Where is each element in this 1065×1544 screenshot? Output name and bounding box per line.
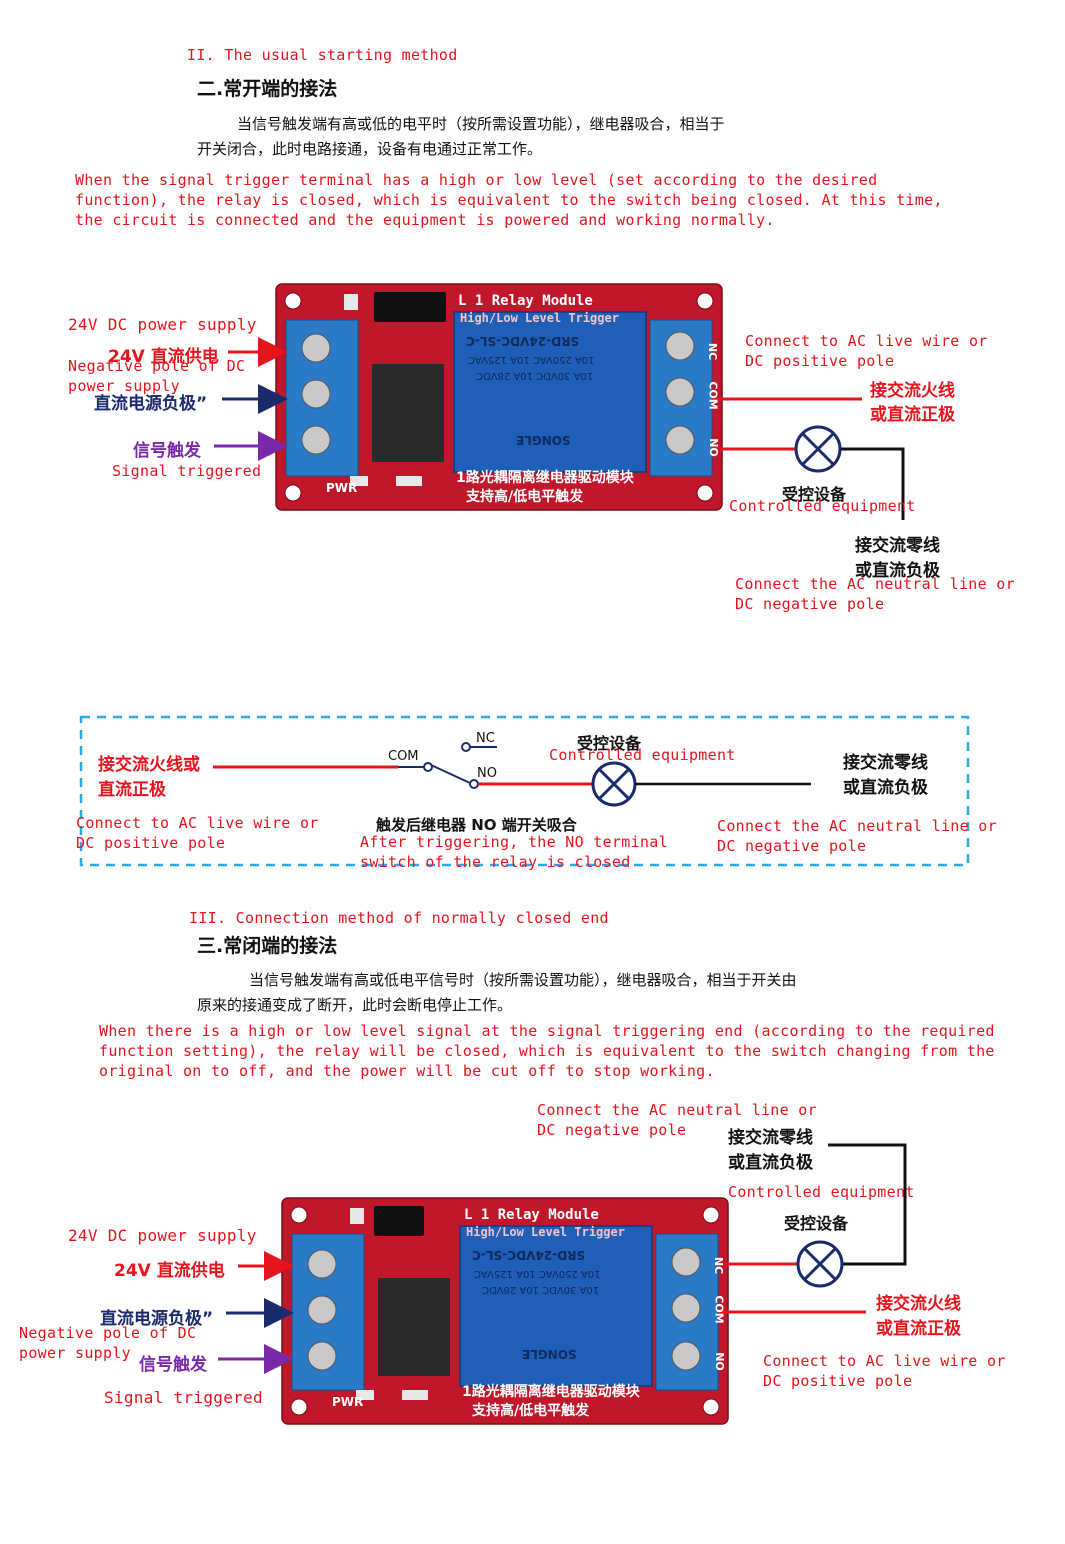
module2-relay-spec-2: 10A 30VDC 10A 28VDC — [482, 1284, 600, 1295]
d1-device-en: Controlled equipment — [729, 497, 916, 515]
d2-sig-en: Signal triggered — [104, 1388, 263, 1407]
lamp-symbol-1 — [794, 425, 842, 473]
d1-sig-cn: 信号触发 — [133, 441, 201, 461]
d2-power-en: 24V DC power supply — [68, 1226, 257, 1245]
sch-neutral-cn-1: 接交流零线 — [843, 753, 928, 773]
sch-neutral-en-1: Connect the AC neutral line or — [717, 817, 997, 835]
sch-trigger-en-2: switch of the relay is closed — [360, 853, 631, 871]
section2-para-en-2: function), the relay is closed, which is… — [75, 191, 943, 209]
module1-relay-spec-1: 10A 250VAC 10A 125VAC — [468, 354, 595, 365]
section3-title-cn: 三.常闭端的接法 — [197, 935, 338, 957]
d2-device-en: Controlled equipment — [728, 1183, 915, 1201]
section3-para-en-2: function setting), the relay will be clo… — [99, 1042, 995, 1060]
d1-live-cn-2: 或直流正极 — [870, 405, 955, 425]
sch-neutral-en-2: DC negative pole — [717, 837, 867, 855]
module1-no: NO — [706, 438, 720, 457]
module1-nc: NC — [706, 342, 720, 361]
d2-neg-en-2: power supply — [19, 1344, 131, 1362]
section3-para-cn-1: 当信号触发端有高或低电平信号时（按所需设置功能），继电器吸合，相当于开关由 — [249, 971, 797, 989]
sch-live-en-1: Connect to AC live wire or — [76, 814, 319, 832]
sch-nc-label: NC — [476, 731, 495, 746]
sch-trigger-en-1: After triggering, the NO terminal — [360, 833, 668, 851]
d2-neutral-cn-1: 接交流零线 — [728, 1128, 813, 1148]
sch-com-label: COM — [388, 749, 419, 764]
section3-para-en-1: When there is a high or low level signal… — [99, 1022, 995, 1040]
schematic-box — [79, 715, 970, 867]
section2-para-cn-2: 开关闭合，此时电路接通，设备有电通过正常工作。 — [197, 140, 543, 158]
module2-no: NO — [712, 1352, 726, 1371]
section3-para-en-3: original on to off, and the power will b… — [99, 1062, 715, 1080]
d1-neutral-en-2: DC negative pole — [735, 595, 885, 613]
module2-title: L 1 Relay Module — [464, 1207, 599, 1223]
section2-para-cn-1: 当信号触发端有高或低的电平时（按所需设置功能），继电器吸合，相当于 — [237, 115, 725, 133]
module1-relay-spec-2: 10A 30VDC 10A 28VDC — [476, 370, 594, 381]
module1-title: L 1 Relay Module — [458, 293, 593, 309]
module2-pwr: PWR — [332, 1395, 364, 1409]
d1-neg-en-2: power supply — [68, 377, 180, 395]
sch-device-en: Controlled equipment — [549, 746, 736, 764]
module2-board-cn-1: 1路光耦隔离继电器驱动模块 — [462, 1384, 640, 1400]
d2-neutral-en-1: Connect the AC neutral line or — [537, 1101, 817, 1119]
sch-no-label: NO — [477, 766, 497, 781]
d2-neutral-cn-2: 或直流负极 — [728, 1153, 813, 1173]
lamp-symbol-2 — [796, 1240, 844, 1288]
module2-relay-model: SRD-24VDC-SL-C — [472, 1248, 586, 1262]
d1-neg-cn: 直流电源负极” — [94, 394, 208, 414]
module1-board-cn-1: 1路光耦隔离继电器驱动模块 — [456, 470, 634, 486]
module1-board-cn-2: 支持高/低电平触发 — [466, 489, 584, 505]
sch-neutral-cn-2: 或直流负极 — [843, 778, 928, 798]
d2-neg-en-1: Negative pole of DC — [19, 1324, 197, 1342]
d2-live-en-1: Connect to AC live wire or — [763, 1352, 1006, 1370]
module1-pwr: PWR — [326, 481, 358, 495]
d1-neutral-cn-2: 或直流负极 — [855, 561, 940, 581]
section2-para-en-1: When the signal trigger terminal has a h… — [75, 171, 878, 189]
d1-live-cn-1: 接交流火线 — [870, 381, 955, 401]
d1-neutral-en-1: Connect the AC neutral line or — [735, 575, 1015, 593]
d1-neg-en-1: Negative pole of DC — [68, 357, 246, 375]
section2-title-cn: 二.常开端的接法 — [197, 78, 338, 100]
sch-live-cn-2: 直流正极 — [98, 780, 166, 800]
section2-title-en: II. The usual starting method — [187, 46, 458, 64]
d2-sig-cn: 信号触发 — [139, 1355, 207, 1375]
module2-relay-brand: SONGLE — [522, 1347, 577, 1361]
module1-relay-model: SRD-24VDC-SL-C — [466, 334, 580, 348]
sch-live-cn-1: 接交流火线或 — [98, 755, 200, 775]
d1-live-en-1: Connect to AC live wire or — [745, 332, 988, 350]
module2-nc: NC — [712, 1256, 726, 1275]
d1-live-en-2: DC positive pole — [745, 352, 895, 370]
d1-power-cn: 24V 直流供电 — [108, 347, 219, 367]
module1-com: COM — [706, 381, 720, 410]
module2-board-cn-2: 支持高/低电平触发 — [472, 1403, 590, 1419]
d2-live-cn-2: 或直流正极 — [876, 1319, 961, 1339]
relay-module-2 — [281, 1197, 729, 1425]
d1-power-en: 24V DC power supply — [68, 315, 257, 334]
module1-subtitle: High/Low Level Trigger — [460, 311, 619, 325]
d2-power-cn: 24V 直流供电 — [114, 1261, 225, 1281]
section3-para-cn-2: 原来的接通变成了断开，此时会断电停止工作。 — [197, 996, 513, 1014]
d1-device-cn: 受控设备 — [782, 485, 847, 504]
section2-para-en-3: the circuit is connected and the equipme… — [75, 211, 775, 229]
d2-neg-cn: 直流电源负极” — [100, 1309, 214, 1329]
sch-device-cn: 受控设备 — [577, 734, 642, 753]
module2-relay-spec-1: 10A 250VAC 10A 125VAC — [474, 1268, 601, 1279]
d2-live-en-2: DC positive pole — [763, 1372, 913, 1390]
d2-neutral-en-2: DC negative pole — [537, 1121, 687, 1139]
relay-module-1 — [275, 283, 723, 511]
d1-neutral-cn-1: 接交流零线 — [855, 536, 940, 556]
module2-com: COM — [712, 1295, 726, 1324]
module1-relay-brand: SONGLE — [516, 433, 571, 447]
sch-trigger-cn: 触发后继电器 NO 端开关吸合 — [376, 816, 577, 834]
lamp-symbol-schematic — [591, 761, 637, 807]
d2-device-cn: 受控设备 — [784, 1214, 849, 1233]
d2-live-cn-1: 接交流火线 — [876, 1294, 961, 1314]
section3-title-en: III. Connection method of normally close… — [189, 909, 609, 927]
module2-subtitle: High/Low Level Trigger — [466, 1225, 625, 1239]
sch-live-en-2: DC positive pole — [76, 834, 226, 852]
d1-sig-en: Signal triggered — [112, 462, 262, 480]
